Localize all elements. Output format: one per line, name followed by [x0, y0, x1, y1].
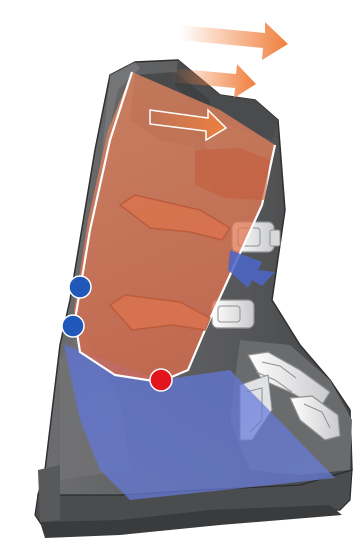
pivot-point-icon — [69, 276, 91, 298]
pivot-point-icon — [150, 369, 172, 391]
pivot-point-icon — [62, 315, 84, 337]
buckle-middle — [212, 300, 254, 328]
flex-arrow-icon — [180, 22, 288, 60]
